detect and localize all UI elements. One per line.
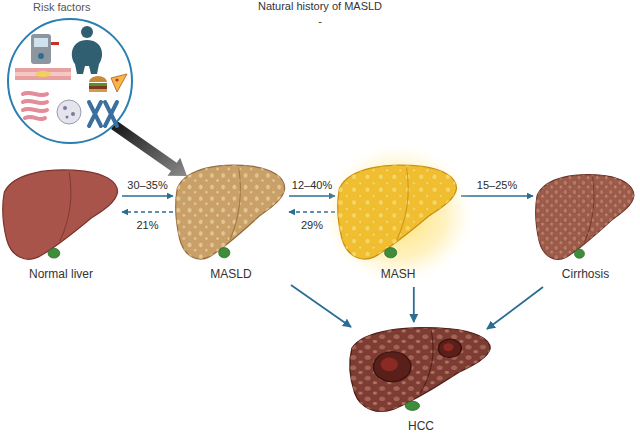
circle-heading: Risk factors (33, 1, 90, 14)
transition-arrow (122, 211, 173, 213)
percent-label: 29% (299, 219, 325, 232)
liver-illustration (349, 323, 493, 415)
risk-factor-icons (5, 16, 135, 146)
transition-arrow (413, 287, 415, 322)
transition-arrow (291, 285, 351, 327)
liver-stage-node: MASLD (175, 160, 287, 283)
risk-arrow (111, 121, 187, 176)
liver-stage-node: Cirrhosis (535, 170, 636, 283)
transition-arrow (487, 287, 543, 329)
stage-label: HCC (349, 419, 493, 433)
percent-label: 12–40% (290, 179, 334, 192)
diagram-title: Natural history of MASLD (0, 0, 640, 13)
stage-label: MASH (337, 267, 459, 281)
stage-label: MASLD (175, 267, 287, 281)
transition-arrow (122, 195, 173, 197)
stage-label: Normal liver (2, 267, 120, 281)
liver-illustration (175, 160, 287, 263)
risk-factor-circle: Risk factors (5, 0, 145, 148)
percent-label: 21% (134, 219, 160, 232)
note-label: - (300, 15, 340, 28)
stage-label: Cirrhosis (535, 267, 636, 281)
liver-stage-node: Normal liver (2, 165, 120, 283)
transition-arrow (461, 195, 533, 197)
liver-illustration (337, 160, 459, 263)
liver-stage-node: MASH (337, 160, 459, 283)
percent-label: 15–25% (475, 179, 519, 192)
liver-illustration (2, 165, 120, 263)
liver-illustration (535, 170, 636, 263)
percent-label: 30–35% (125, 179, 169, 192)
liver-stage-node: HCC (349, 323, 493, 435)
